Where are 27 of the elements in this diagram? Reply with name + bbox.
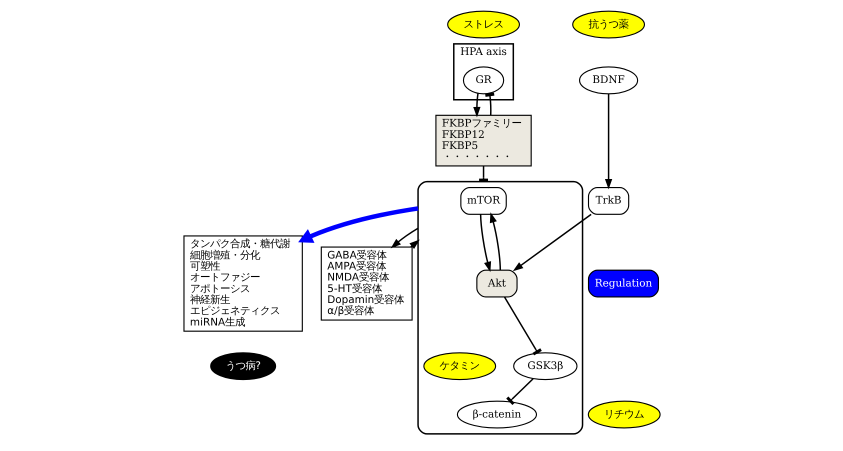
node-ellipse: ケタミン: [422, 352, 496, 380]
node-box: Regulation: [587, 270, 659, 298]
node-box: TrkB: [587, 186, 629, 215]
node-ellipse: GR: [462, 66, 504, 94]
node-ellipse: リチウム: [587, 400, 660, 428]
connector: [506, 378, 534, 406]
arrow: [604, 94, 612, 190]
arrow: [512, 214, 592, 272]
node-ellipse: β-catenin: [456, 400, 537, 428]
arrow: [298, 206, 418, 243]
node-box: Akt: [476, 270, 518, 298]
arrow: [472, 93, 480, 118]
cluster: [416, 180, 583, 435]
node-ellipse: ストレス: [446, 10, 520, 38]
node-ellipse: 抗うつ薬: [572, 10, 645, 38]
connector: [503, 296, 542, 356]
connector: [478, 166, 488, 182]
connector: [484, 92, 494, 116]
arrow: [479, 214, 491, 272]
arrow: [489, 212, 501, 270]
node-box: FKBPファミリー FKBP12 FKBP5 ・・・・・・・: [434, 114, 532, 167]
node-ellipse: うつ病?: [210, 352, 276, 380]
node-ellipse: BDNF: [578, 66, 638, 94]
node-box: GABA受容体 AMPA受容体 NMDA受容体 5-HT受容体 Dopamin受容体 α/β受容体: [320, 246, 412, 321]
node-ellipse: GSK3β: [512, 352, 578, 380]
node-box: mTOR: [460, 186, 506, 215]
node-box: タンパク合成・糖代謝 細胞増殖・分化 可塑性 オートファジー アポトーシス 神経新生 エピジェネティクス miRNA生成: [182, 235, 302, 332]
